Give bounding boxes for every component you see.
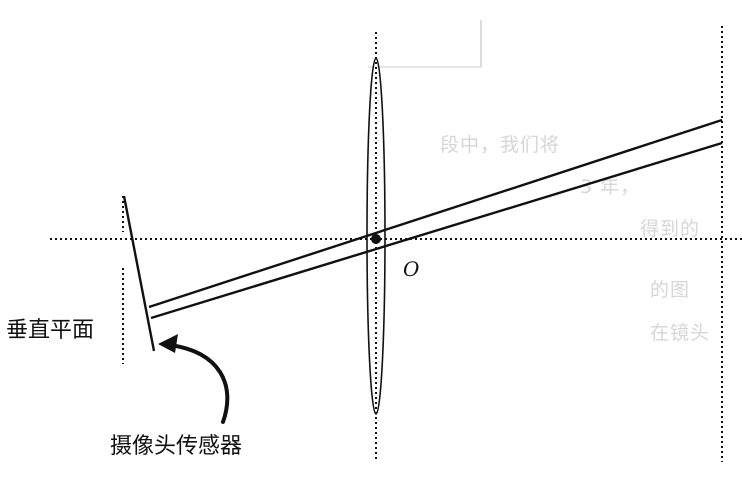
arrow-head <box>158 334 178 353</box>
bleed-through-box <box>368 20 482 68</box>
camera-sensor-label: 摄像头传感器 <box>110 434 242 459</box>
optical-center-point <box>371 234 381 244</box>
sensor-pointer-arrow <box>168 343 230 424</box>
vertical-plane-label: 垂直平面 <box>6 318 94 343</box>
camera-sensor <box>122 195 156 352</box>
center-point-label: O <box>403 257 419 281</box>
ray-upper <box>148 118 723 309</box>
ray-lower <box>150 141 723 320</box>
